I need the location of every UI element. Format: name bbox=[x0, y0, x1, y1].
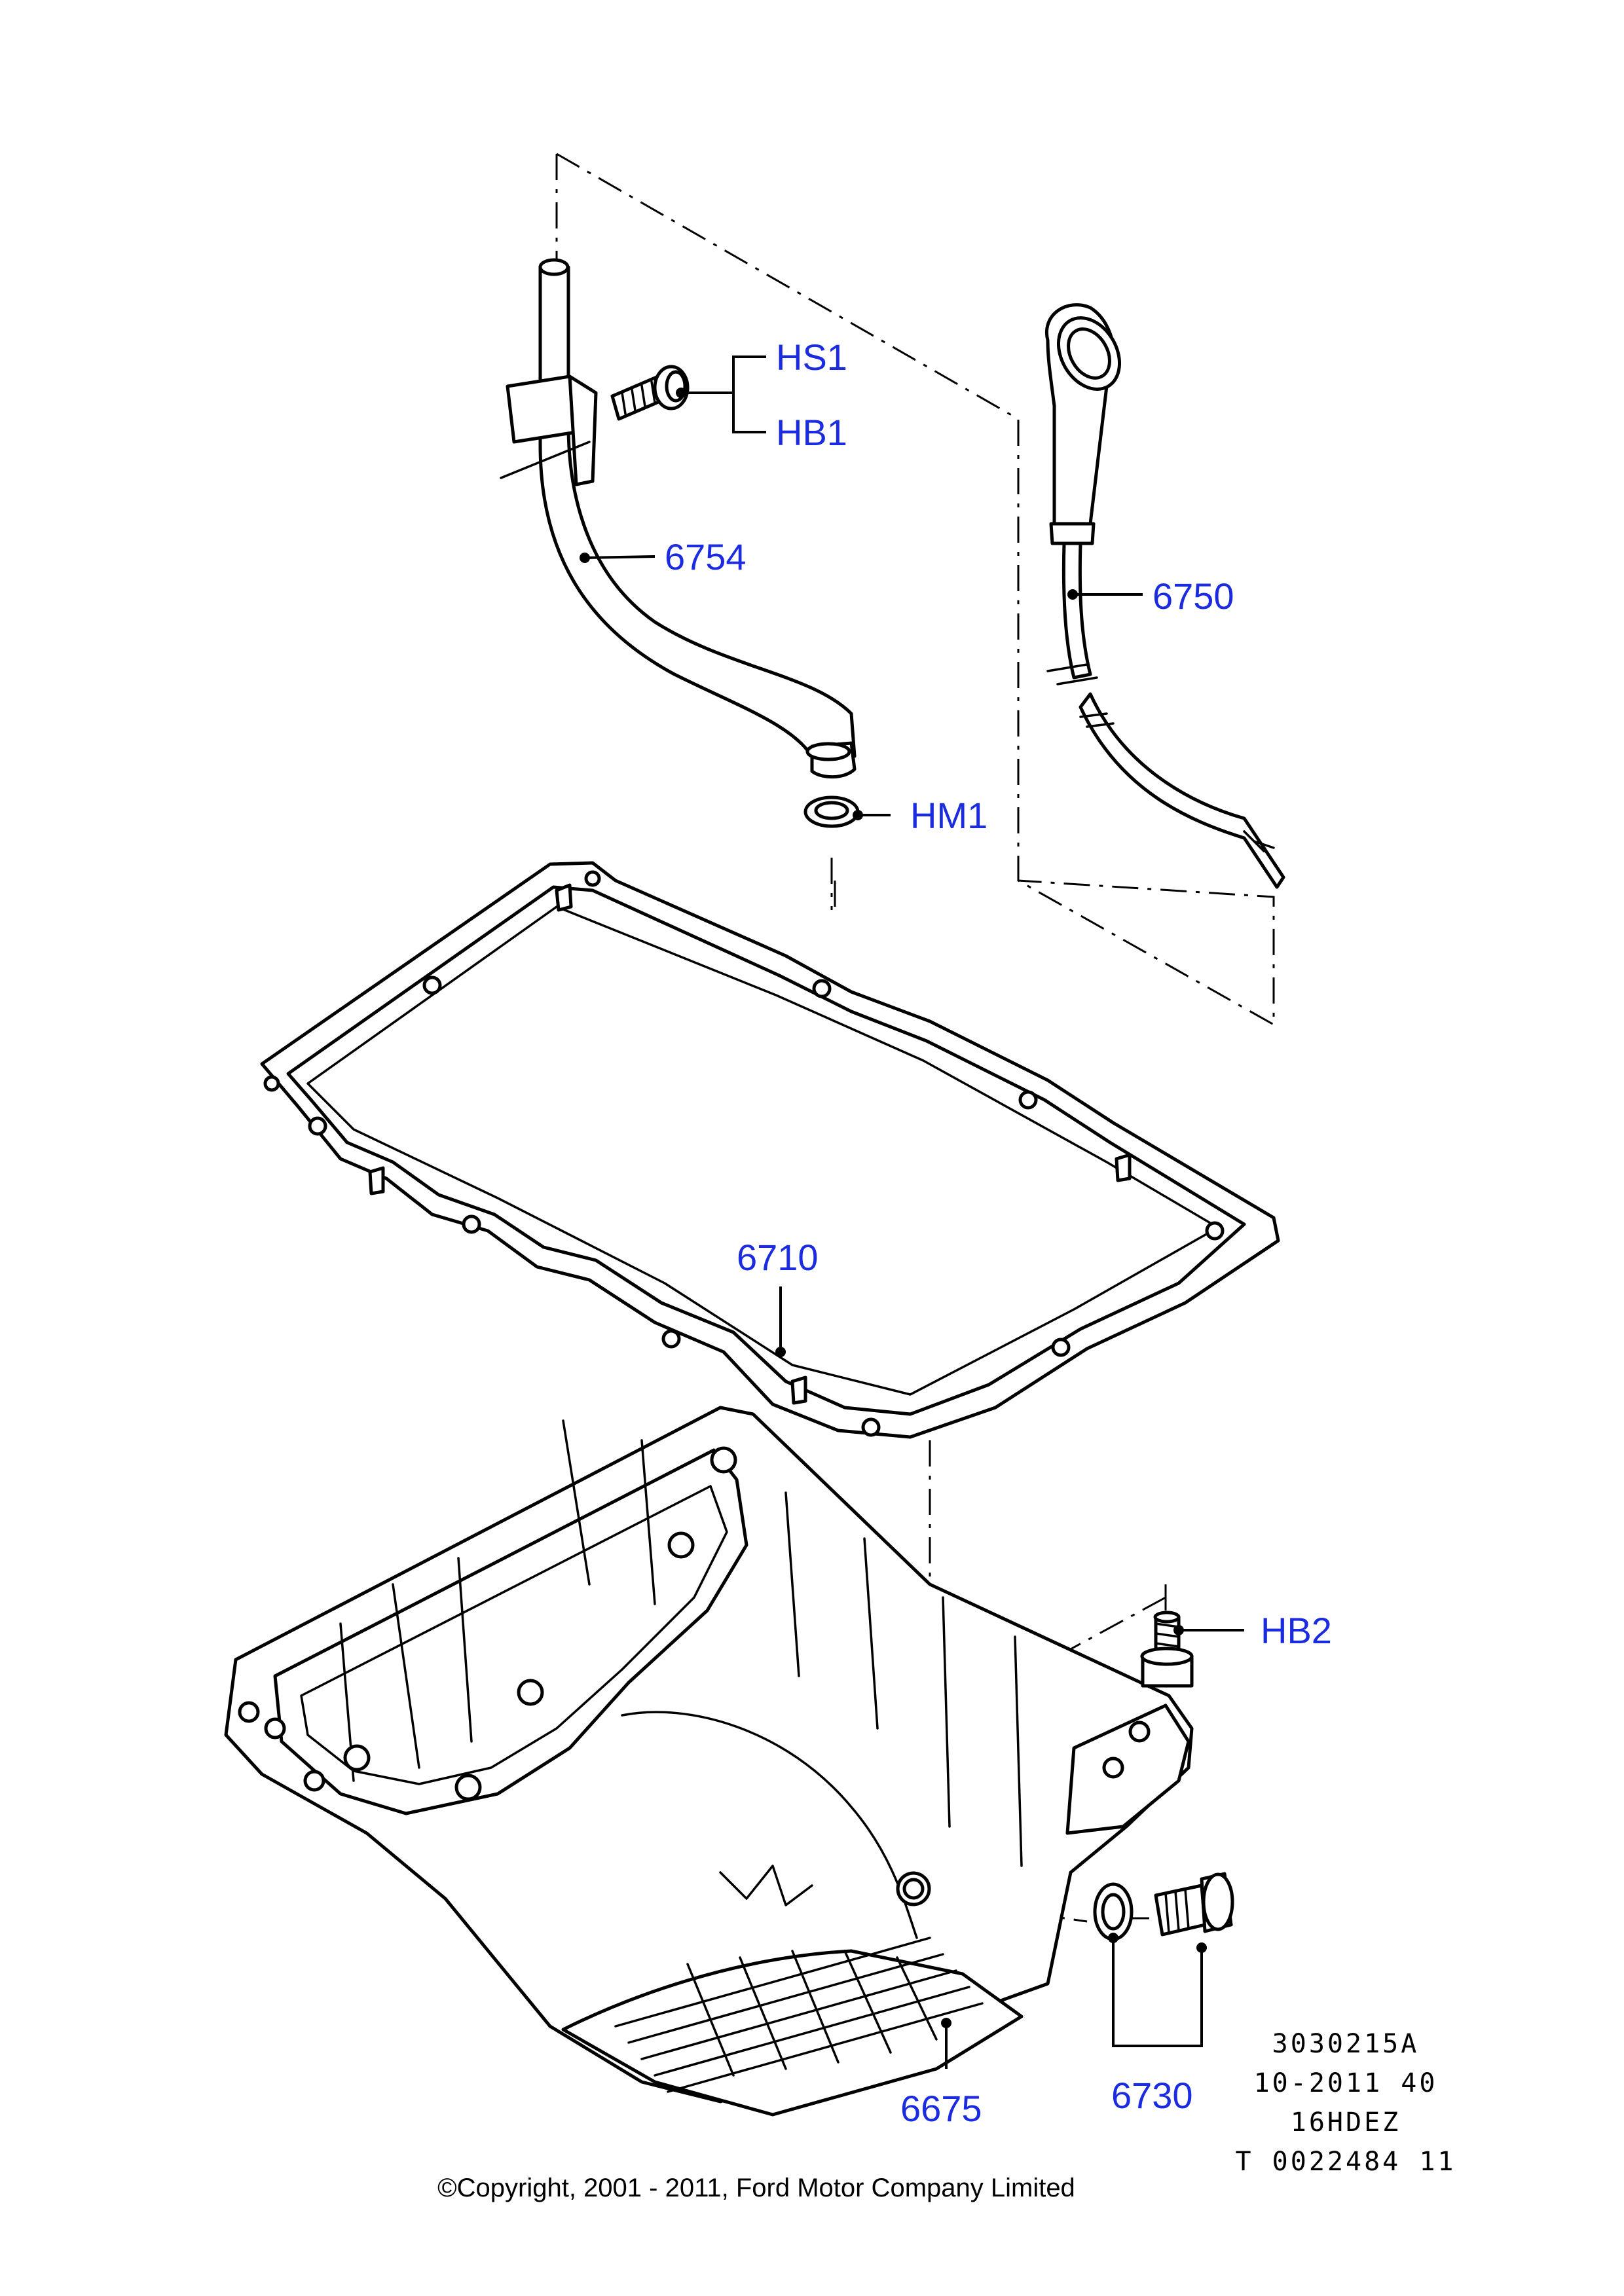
seal-ring-hm1 bbox=[803, 795, 860, 828]
dipstick-tube-6754 bbox=[500, 258, 857, 779]
callout-6730[interactable]: 6730 bbox=[1111, 2075, 1193, 2116]
callout-6754[interactable]: 6754 bbox=[665, 536, 747, 577]
copyright-notice: ©Copyright, 2001 - 2011, Ford Motor Comp… bbox=[437, 2174, 1075, 2202]
info-line-2: 10-2011 40 bbox=[1254, 2068, 1438, 2098]
callout-hb2[interactable]: HB2 bbox=[1261, 1610, 1332, 1651]
callout-hm1[interactable]: HM1 bbox=[910, 795, 987, 836]
bolt-hs1-hb1 bbox=[610, 365, 690, 421]
callout-6750[interactable]: 6750 bbox=[1153, 575, 1234, 617]
oil-pan-gasket-6710 bbox=[260, 861, 1280, 1439]
bolt-hb2 bbox=[1140, 1611, 1194, 1688]
callout-hs1[interactable]: HS1 bbox=[776, 337, 847, 378]
dipstick-6750 bbox=[1045, 303, 1285, 889]
oil-pan-6675 bbox=[224, 1406, 1194, 2117]
callout-hb1[interactable]: HB1 bbox=[776, 412, 847, 453]
callout-6675[interactable]: 6675 bbox=[900, 2088, 982, 2129]
drain-plug-6730 bbox=[1093, 1872, 1234, 1941]
callout-labels: HS1 HB1 6754 6750 HM1 6710 HB2 6675 6730 bbox=[665, 337, 1332, 2129]
info-line-4: T 0022484 11 bbox=[1236, 2147, 1456, 2177]
reference-info-block: 3030215A 10-2011 40 16HDEZ T 0022484 11 bbox=[1236, 2029, 1456, 2177]
callout-6710[interactable]: 6710 bbox=[737, 1237, 819, 1278]
info-line-3: 16HDEZ bbox=[1291, 2107, 1401, 2138]
info-line-1: 3030215A bbox=[1272, 2029, 1420, 2059]
leader-lines bbox=[580, 355, 1244, 2069]
